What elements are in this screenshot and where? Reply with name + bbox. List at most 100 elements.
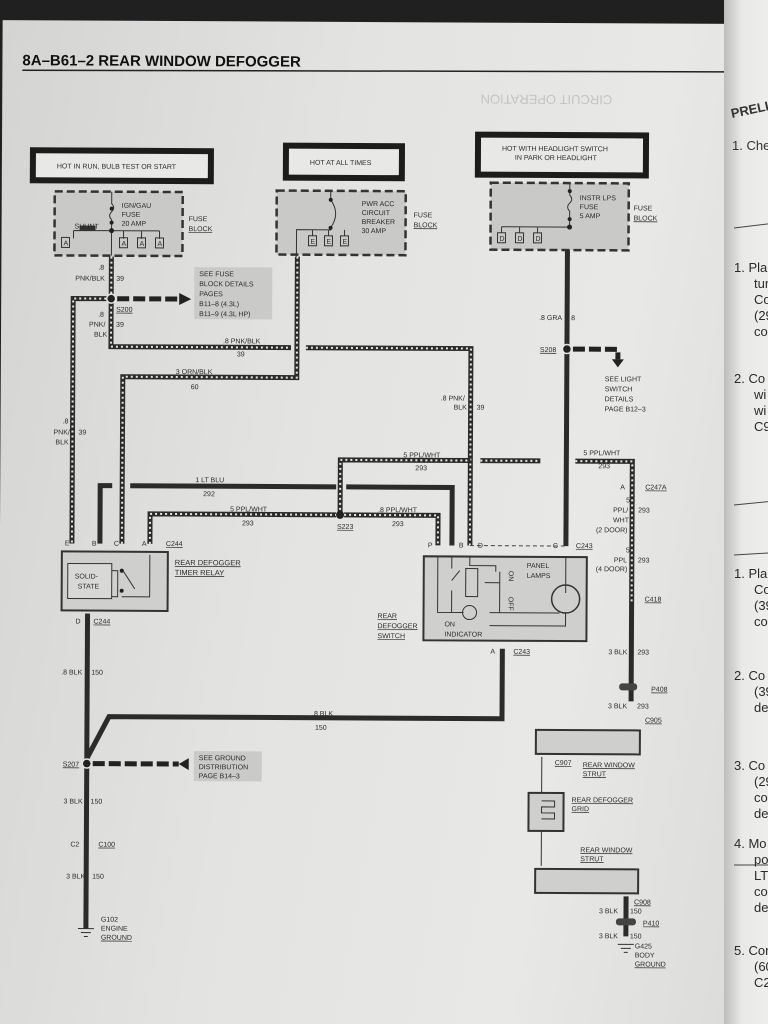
svg-text:PAGE B14–3: PAGE B14–3 — [199, 773, 240, 780]
svg-text:SHUNT: SHUNT — [75, 223, 100, 230]
svg-text:E: E — [310, 239, 315, 246]
svg-text:39: 39 — [116, 276, 124, 283]
splice-s207 — [81, 758, 93, 769]
svg-text:5: 5 — [626, 497, 630, 504]
svg-text:4. Mo: 4. Mo — [734, 836, 767, 851]
svg-text:SOLID-: SOLID- — [75, 573, 99, 580]
wire-orn-blk — [119, 256, 300, 544]
svg-text:39: 39 — [477, 405, 485, 412]
splice-s223 — [336, 510, 345, 519]
rear-window-assembly: REAR WINDOW STRUT REAR DEFOGGER GRID REA… — [527, 728, 641, 895]
svg-text:1 LT BLU: 1 LT BLU — [195, 477, 224, 484]
svg-text:3 BLK: 3 BLK — [66, 873, 85, 880]
svg-text:B: B — [459, 542, 464, 549]
svg-text:5 AMP: 5 AMP — [580, 213, 601, 220]
svg-text:150: 150 — [92, 874, 104, 881]
svg-text:5 PPL/WHT: 5 PPL/WHT — [583, 450, 621, 457]
svg-text:C418: C418 — [645, 596, 662, 603]
light-switch-arrow — [572, 346, 621, 360]
svg-text:293: 293 — [242, 520, 254, 527]
svg-text:ON: ON — [444, 621, 455, 628]
ground-icon — [77, 928, 94, 938]
ground-g102: G102 ENGINE GROUND — [77, 917, 132, 942]
svg-text:cor: cor — [754, 790, 768, 805]
svg-text:WHT: WHT — [613, 517, 630, 524]
svg-text:39: 39 — [78, 430, 86, 437]
svg-text:39: 39 — [116, 322, 124, 329]
svg-text:A: A — [139, 241, 144, 248]
svg-text:SWITCH: SWITCH — [605, 386, 633, 393]
svg-text:CIRCUIT: CIRCUIT — [362, 210, 391, 217]
svg-text:STATE: STATE — [78, 584, 100, 591]
svg-text:150: 150 — [91, 670, 103, 677]
svg-text:C: C — [114, 541, 119, 548]
svg-text:FUSE: FUSE — [580, 204, 599, 211]
svg-text:FUSE: FUSE — [189, 216, 208, 223]
svg-text:REAR WINDOW: REAR WINDOW — [580, 847, 633, 854]
svg-text:IGN/GAU: IGN/GAU — [122, 203, 152, 210]
svg-text:B11–8 (4.3L): B11–8 (4.3L) — [199, 301, 239, 308]
p410-plug-icon — [615, 918, 636, 926]
svg-text:OFF: OFF — [507, 597, 514, 611]
svg-text:5 PPL/WHT: 5 PPL/WHT — [403, 452, 441, 459]
svg-text:292: 292 — [203, 491, 215, 498]
svg-text:BODY: BODY — [635, 952, 655, 959]
svg-text:.8: .8 — [98, 312, 104, 319]
note-light-switch: SEE LIGHT SWITCH DETAILS PAGE B12–3 — [605, 376, 646, 413]
svg-text:STRUT: STRUT — [580, 856, 604, 863]
svg-text:150: 150 — [630, 933, 642, 940]
svg-text:tur: tur — [754, 276, 768, 291]
svg-text:C247A: C247A — [645, 484, 667, 491]
svg-text:cor: cor — [754, 324, 768, 339]
wire-gra — [563, 250, 570, 547]
svg-text:D: D — [499, 236, 504, 243]
svg-text:REAR DEFOGGER: REAR DEFOGGER — [175, 558, 241, 567]
svg-text:B11–9 (4.3L HP): B11–9 (4.3L HP) — [199, 311, 250, 318]
svg-text:G425: G425 — [635, 943, 652, 950]
svg-text:LT: LT — [754, 868, 768, 883]
ground-icon — [617, 943, 634, 953]
svg-text:293: 293 — [638, 507, 650, 514]
svg-text:pos: pos — [754, 852, 768, 867]
wire-ppl-wht — [147, 457, 635, 702]
svg-text:G102: G102 — [101, 917, 118, 924]
svg-text:PPL: PPL — [614, 557, 627, 564]
svg-text:.8 BLK: .8 BLK — [312, 711, 333, 718]
svg-text:D: D — [535, 236, 540, 243]
svg-text:def: def — [754, 700, 768, 715]
title-rule — [22, 69, 725, 73]
svg-text:PPL/: PPL/ — [613, 507, 628, 514]
svg-text:Co: Co — [754, 292, 768, 307]
svg-text:SEE FUSE: SEE FUSE — [199, 271, 234, 278]
svg-text:150: 150 — [315, 725, 327, 732]
svg-text:5: 5 — [626, 547, 630, 554]
svg-text:C905: C905 — [645, 717, 662, 724]
svg-text:P410: P410 — [643, 920, 659, 927]
svg-text:SEE GROUND: SEE GROUND — [199, 755, 246, 762]
svg-text:PRELI: PRELI — [730, 98, 768, 121]
wire-blk-ground — [83, 613, 505, 929]
grid-element-icon — [541, 800, 556, 820]
connector-labels: A C247A C418 P408 C905 C907 C908 P410 C2… — [70, 484, 667, 927]
svg-text:BLOCK DETAILS: BLOCK DETAILS — [199, 281, 254, 288]
svg-text:BLOCK: BLOCK — [414, 222, 438, 229]
svg-text:BLK: BLK — [55, 439, 69, 446]
rear-defogger-switch: ON OFF PANEL LAMPS ON INDICATOR REAR DEF… — [377, 542, 592, 656]
svg-text:HOT AT ALL TIMES: HOT AT ALL TIMES — [310, 160, 372, 167]
svg-text:20 AMP: 20 AMP — [122, 221, 147, 228]
svg-text:TIMER RELAY: TIMER RELAY — [175, 568, 224, 577]
splice-s200 — [105, 293, 117, 304]
svg-text:.8: .8 — [98, 265, 104, 272]
svg-text:.8 GRA: .8 GRA — [539, 315, 562, 322]
svg-text:C243: C243 — [576, 543, 593, 550]
svg-text:C907: C907 — [555, 760, 572, 767]
svg-text:cor: cor — [754, 884, 768, 899]
svg-text:.8 PNK/: .8 PNK/ — [441, 395, 465, 402]
svg-text:3 ORN/BLK: 3 ORN/BLK — [176, 369, 213, 376]
svg-text:D: D — [75, 618, 80, 625]
svg-text:C24: C24 — [754, 975, 768, 990]
svg-text:BREAKER: BREAKER — [362, 219, 396, 226]
